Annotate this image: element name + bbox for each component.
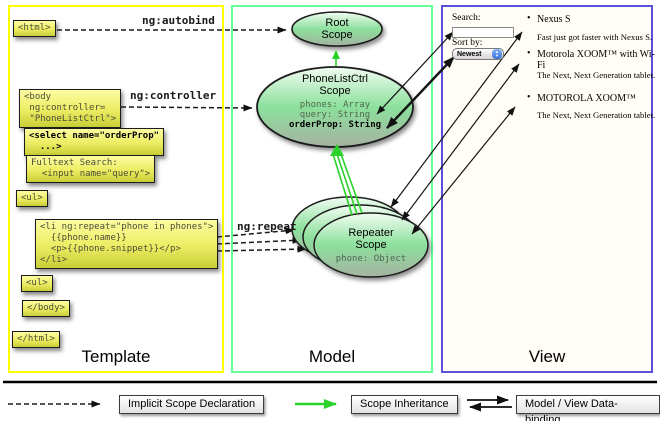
- root-scope-title: Root Scope: [321, 17, 353, 41]
- bullet-icon: •: [527, 92, 531, 103]
- data-binding-arrows: [376, 31, 523, 235]
- stepper-down-icon: ▼: [495, 53, 499, 58]
- search-input[interactable]: [452, 27, 514, 38]
- phonelistctrl-scope-title: PhoneListCtrl Scope: [301, 73, 369, 97]
- phonelistctrl-prop-phones: phones: Array: [299, 100, 371, 110]
- phonelistctrl-prop-query: query: String: [299, 110, 371, 120]
- search-label: Search:: [452, 13, 481, 23]
- implicit-declaration-arrows: [57, 26, 307, 253]
- repeater-scope-ellipse-front: [313, 212, 429, 278]
- list-item-name: Nexus S: [537, 14, 571, 25]
- legend-scope-inheritance: Scope Inheritance: [351, 395, 458, 414]
- template-panel-label: Template: [81, 347, 151, 366]
- repeater-prop-phone: phone: Object: [335, 254, 407, 264]
- code-body-close: </body>: [22, 300, 70, 317]
- sort-select[interactable]: Newest ▲ ▼: [452, 48, 504, 60]
- list-item-desc: The Next, Next Generation tablet.: [537, 70, 656, 80]
- code-html-open: <html>: [13, 20, 56, 37]
- list-item-name: Motorola XOOM™ with Wi-Fi: [537, 49, 655, 71]
- bullet-icon: •: [527, 48, 531, 59]
- code-fulltext-search: Fulltext Search: <input name="query">: [26, 155, 156, 183]
- list-item-desc: The Next, Next Generation tablet.: [537, 110, 656, 120]
- ng-controller-label: ng:controller: [130, 89, 217, 102]
- legend-implicit-scope-declaration: Implicit Scope Declaration: [119, 395, 265, 414]
- root-scope-ellipse: [291, 11, 383, 47]
- code-li-repeat: <li ng:repeat="phone in phones"> {{phone…: [35, 219, 219, 269]
- ng-repeat-label: ng:repeat: [237, 220, 297, 233]
- phonelistctrl-prop-orderprop: orderProp: String: [288, 120, 382, 130]
- scope-ellipses: [256, 11, 429, 278]
- stepper-icon: ▲ ▼: [492, 49, 502, 59]
- model-panel-label: Model: [308, 347, 356, 366]
- ng-autobind-label: ng:autobind: [142, 14, 215, 27]
- code-ul-open: <ul>: [16, 190, 48, 207]
- code-ul-close: <ul>: [21, 275, 53, 292]
- sort-select-value: Newest: [457, 50, 482, 58]
- view-panel-label: View: [528, 347, 566, 366]
- repeater-scope-title: Repeater Scope: [348, 227, 394, 251]
- bullet-icon: •: [527, 13, 531, 24]
- code-html-close: </html>: [12, 331, 60, 348]
- list-item-desc: Fast just got faster with Nexus S.: [537, 32, 653, 42]
- list-item-name: MOTOROLA XOOM™: [537, 93, 636, 104]
- code-select: <select name="orderProp" ...>: [24, 128, 165, 156]
- scope-inheritance-arrows: [330, 50, 363, 216]
- sort-by-label: Sort by:: [452, 38, 483, 48]
- code-body-open: <body ng:controller= "PhoneListCtrl">: [19, 89, 122, 128]
- data-binding-arrows-icon: [467, 395, 512, 412]
- repeater-scope-stack: [291, 196, 429, 278]
- legend-model-view-data-binding: Model / View Data-binding: [516, 395, 660, 421]
